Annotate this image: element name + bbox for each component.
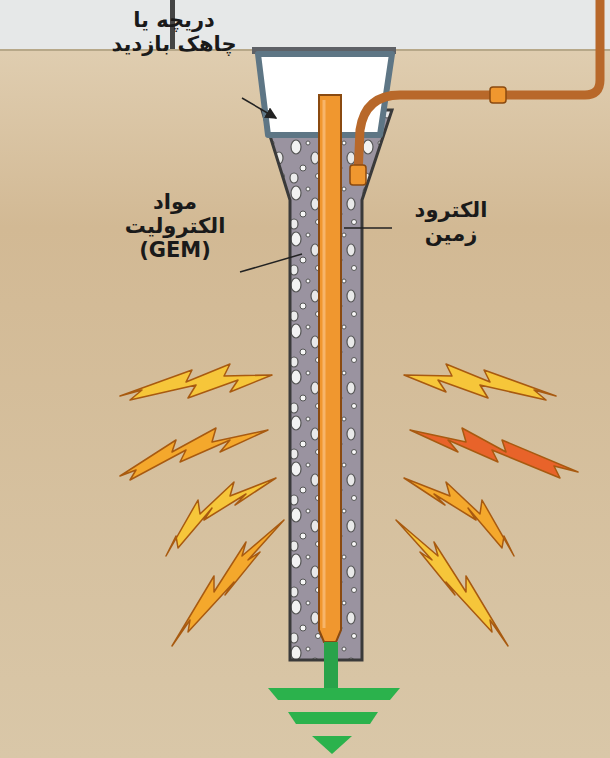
leader-line bbox=[242, 98, 276, 118]
leader-line bbox=[344, 227, 392, 229]
part-label: دریچه یا چاهک بازدید bbox=[110, 8, 238, 56]
leader-line bbox=[240, 254, 302, 272]
part-label: الکترود زمین bbox=[396, 198, 506, 246]
part-label: مواد الکترولیت (GEM) bbox=[110, 190, 240, 262]
